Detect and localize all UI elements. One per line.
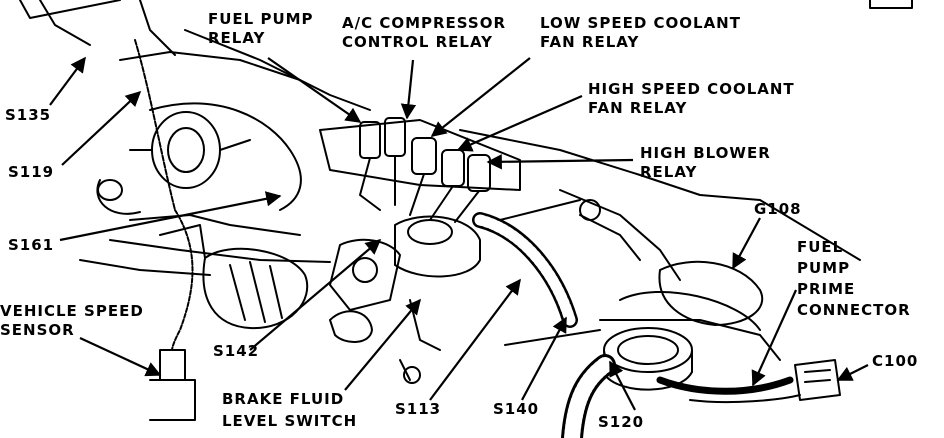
low-speed-fan-relay-label: LOW SPEED COOLANT FAN RELAY — [540, 14, 741, 52]
s135-label: S135 — [5, 106, 52, 124]
c100-label: C100 — [872, 352, 919, 370]
brake-fluid-line-2: LEVEL SWITCH — [222, 412, 358, 430]
vehicle-speed-sensor-label: VEHICLE SPEED SENSOR — [0, 302, 144, 340]
high-blower-relay-label: HIGH BLOWER RELAY — [640, 144, 771, 182]
fuel-pump-prime-connector-label: FUEL PUMP PRIME CONNECTOR — [797, 237, 911, 321]
prime-connector-line-4: CONNECTOR — [797, 301, 911, 319]
prime-connector-arrow — [751, 289, 798, 387]
high-blower-relay-line-2: RELAY — [640, 163, 698, 181]
s161-arrow — [59, 191, 282, 242]
s140-arrow — [521, 316, 567, 401]
prime-connector-line-1: FUEL — [797, 238, 844, 256]
high-blower-relay-line-1: HIGH BLOWER — [640, 144, 771, 162]
ac-compressor-relay-label: A/C COMPRESSOR CONTROL RELAY — [342, 14, 506, 52]
brake-fluid-line-1: BRAKE FLUID — [222, 390, 345, 408]
ac-compressor-relay-line-1: A/C COMPRESSOR — [342, 14, 507, 32]
vehicle-speed-sensor-line-1: VEHICLE SPEED — [0, 302, 144, 320]
g108-arrow — [732, 217, 761, 270]
s140-label: S140 — [493, 400, 540, 418]
s119-arrow — [61, 90, 142, 166]
high-speed-fan-relay-line-1: HIGH SPEED COOLANT — [588, 80, 795, 98]
vehicle-speed-sensor-arrow — [79, 337, 162, 377]
fuel-pump-relay-label: FUEL PUMP RELAY — [208, 10, 314, 48]
ac-compressor-relay-arrow — [400, 59, 417, 120]
prime-connector-line-3: PRIME — [797, 280, 856, 298]
s142-label: S142 — [213, 342, 260, 360]
c100-arrow — [836, 364, 869, 381]
callout-arrows — [49, 56, 869, 411]
low-speed-fan-relay-line-1: LOW SPEED COOLANT — [540, 14, 741, 32]
low-speed-fan-relay-arrow — [430, 57, 531, 137]
s120-label: S120 — [598, 413, 645, 431]
high-speed-fan-relay-label: HIGH SPEED COOLANT FAN RELAY — [588, 80, 795, 118]
brake-fluid-switch-arrow — [344, 298, 421, 391]
s119-label: S119 — [8, 163, 55, 181]
s120-arrow — [609, 360, 636, 411]
s113-arrow — [429, 278, 521, 401]
ac-compressor-relay-line-2: CONTROL RELAY — [342, 33, 494, 51]
s161-label: S161 — [8, 236, 55, 254]
s142-arrow — [249, 239, 382, 351]
vehicle-speed-sensor-line-2: SENSOR — [0, 321, 75, 339]
fuel-pump-relay-line-2: RELAY — [208, 29, 266, 47]
high-speed-fan-relay-arrow — [456, 94, 583, 152]
low-speed-fan-relay-line-2: FAN RELAY — [540, 33, 640, 51]
g108-label: G108 — [754, 200, 802, 218]
fuel-pump-relay-line-1: FUEL PUMP — [208, 10, 314, 28]
s135-arrow — [49, 56, 86, 106]
fuel-pump-relay-arrow — [267, 57, 362, 123]
brake-fluid-level-switch-label: BRAKE FLUID LEVEL SWITCH — [222, 388, 357, 432]
s113-label: S113 — [395, 400, 442, 418]
high-speed-fan-relay-line-2: FAN RELAY — [588, 99, 688, 117]
high-blower-relay-arrow — [486, 154, 634, 170]
engine-drawing — [19, 0, 913, 438]
prime-connector-line-2: PUMP — [797, 259, 851, 277]
